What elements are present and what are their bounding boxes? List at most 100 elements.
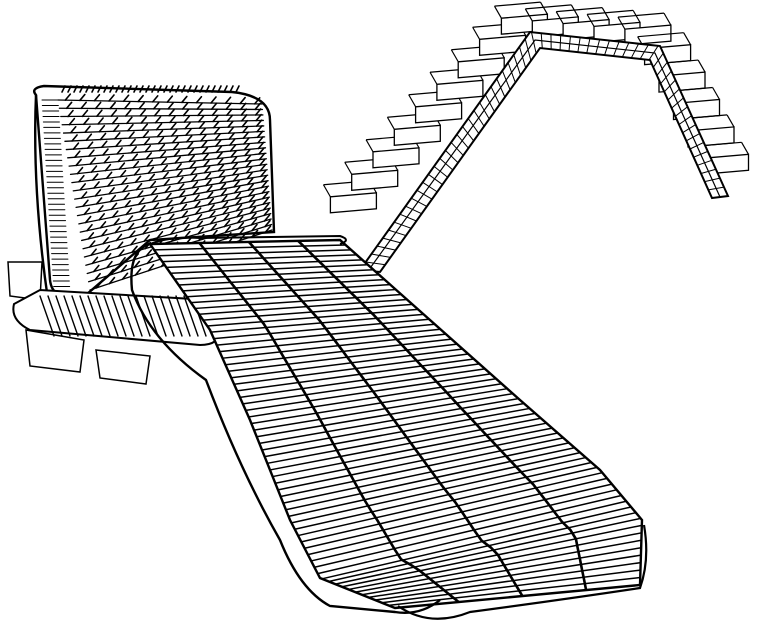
upper-apron-top-spike (211, 85, 216, 93)
upper-apron-spike (218, 176, 226, 185)
upper-apron-spike (230, 150, 237, 158)
upper-apron-spike (226, 114, 234, 123)
upper-apron-spike (103, 156, 110, 164)
upper-apron-spike (260, 175, 268, 183)
left-feed-roller-hatch (79, 295, 95, 337)
upper-apron-spike (224, 225, 231, 234)
upper-apron-spike (169, 115, 176, 124)
upper-apron-spike (211, 108, 219, 117)
upper-apron-spike (71, 134, 78, 142)
lower-apron-slat (206, 308, 419, 327)
lower-apron-slat (341, 524, 643, 588)
upper-apron-spike (246, 177, 254, 186)
upper-apron-spike (195, 213, 203, 222)
upper-apron-spike (225, 108, 233, 117)
upper-apron-spike (104, 252, 112, 261)
upper-apron-spike (177, 183, 185, 191)
lower-apron-slat (230, 348, 464, 379)
elevator-belt-rib (652, 52, 664, 68)
upper-apron-slat (71, 158, 267, 184)
upper-apron-spike (210, 223, 218, 231)
upper-apron-spike (113, 218, 120, 226)
upper-apron-spike (94, 189, 102, 197)
upper-apron-spike (157, 136, 165, 145)
upper-apron-spike (137, 197, 145, 206)
elevator-belt-rib (444, 149, 459, 164)
upper-apron-spike (129, 138, 136, 147)
upper-apron-spike (180, 203, 188, 212)
upper-apron-spike (264, 225, 272, 233)
upper-apron-spike (131, 245, 138, 254)
lower-apron-slat (186, 283, 391, 298)
upper-apron-spike (203, 166, 211, 174)
upper-apron-spike (124, 109, 132, 117)
upper-apron-spike (143, 137, 151, 146)
upper-apron-spike (208, 204, 215, 212)
upper-apron-spike (134, 268, 142, 276)
elevator-belt-rib (707, 186, 725, 191)
upper-apron-spike (170, 129, 178, 137)
lower-apron-slat (307, 483, 613, 556)
upper-apron-spike (142, 227, 149, 235)
lower-apron-slat (210, 313, 425, 333)
upper-apron-spike (244, 148, 251, 157)
upper-apron-spike (123, 101, 131, 110)
upper-apron-slat (82, 201, 271, 250)
upper-apron-spike (168, 220, 176, 229)
upper-apron-spike (126, 116, 133, 125)
upper-apron-spike (114, 225, 121, 234)
upper-apron-spike (184, 230, 191, 239)
upper-apron-slat (76, 180, 269, 217)
elevator-flight-3-lip (365, 139, 374, 153)
elevator-belt-rib (595, 39, 601, 55)
upper-apron-spike (234, 192, 242, 200)
upper-apron-spike (159, 150, 167, 159)
upper-apron-spike (223, 213, 230, 222)
upper-apron-spike (109, 101, 116, 110)
elevator-belt-rib (479, 102, 490, 120)
upper-apron-spike (168, 213, 175, 222)
lower-apron-slat (194, 293, 403, 310)
upper-apron-spike (123, 192, 130, 201)
upper-apron-spike (232, 168, 239, 176)
upper-apron-spike (203, 159, 210, 168)
lower-apron-chain-3 (297, 239, 588, 591)
lower-apron-chain-1 (198, 242, 460, 604)
upper-apron-spike (197, 227, 204, 235)
upper-apron-spike (80, 191, 88, 199)
elevator-belt-rib (568, 35, 571, 52)
elevator-belt-rib (693, 150, 709, 158)
upper-apron-spike (85, 133, 93, 142)
upper-apron-spike (166, 199, 173, 208)
upper-apron-slat (75, 174, 269, 209)
upper-apron-spike (144, 144, 152, 153)
lower-apron-slat (169, 264, 369, 275)
upper-apron-spike (251, 229, 259, 238)
lower-apron-slat (269, 417, 542, 471)
elevator-flight-6-lip (429, 71, 438, 85)
elevator-flight-9-lip (539, 1, 548, 15)
lower-apron-slat (177, 273, 380, 286)
lower-apron-slat (236, 358, 475, 392)
upper-apron-spike (82, 117, 90, 126)
upper-apron-top-spike (199, 85, 204, 93)
upper-apron-top-spike (97, 85, 102, 93)
upper-apron-spike (135, 182, 143, 191)
elevator-belt-conveyor (358, 30, 730, 274)
upper-apron-spike (196, 220, 204, 229)
upper-apron-spike (99, 221, 107, 229)
upper-apron-spike (260, 169, 267, 178)
upper-apron-spike (170, 122, 177, 131)
elevator-flight-13-lip (663, 12, 672, 26)
upper-apron-spike (210, 96, 217, 104)
elevator-flight-1 (329, 192, 378, 214)
upper-apron-top-spike (121, 85, 126, 93)
upper-apron-spike (116, 147, 123, 155)
upper-apron-spike (236, 210, 243, 218)
upper-apron-spike (76, 166, 84, 175)
upper-apron-spike (189, 161, 196, 169)
upper-apron-spike (98, 213, 105, 221)
upper-apron-spike (191, 181, 199, 189)
upper-apron-spike (150, 187, 158, 196)
elevator-flight-4-lip (386, 116, 395, 130)
